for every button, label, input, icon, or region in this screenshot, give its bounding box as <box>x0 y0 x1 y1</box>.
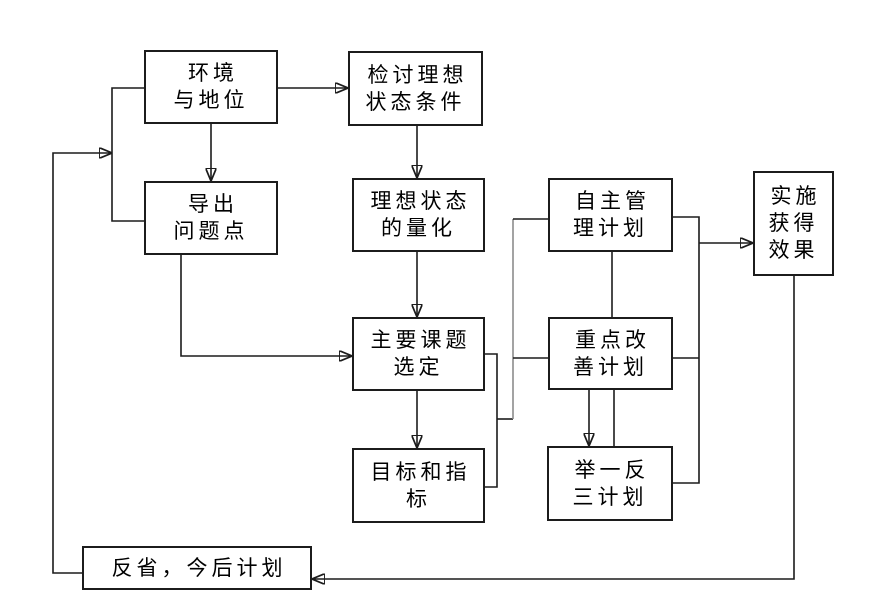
node-main-topic-selection: 主要课题 选定 <box>352 317 485 391</box>
node-environment-status: 环境 与地位 <box>144 50 278 124</box>
node-goals-and-indicators-label: 目标和指 标 <box>370 459 471 511</box>
node-review-ideal-conditions: 检讨理想 状态条件 <box>348 51 483 126</box>
node-quantify-ideal-state: 理想状态 的量化 <box>352 178 485 252</box>
node-reflect-future-plan: 反省，今后计划 <box>82 546 312 590</box>
node-quantify-ideal-state-label: 理想状态 的量化 <box>370 189 471 240</box>
node-self-management-plan: 自主管 理计划 <box>548 178 673 252</box>
node-main-topic-selection-label: 主要课题 选定 <box>370 328 471 379</box>
node-reflect-future-plan-label: 反省，今后计划 <box>111 555 287 580</box>
node-review-ideal-conditions-label: 检讨理想 状态条件 <box>365 62 468 114</box>
node-implement-obtain-results: 实施 获得 效果 <box>753 171 834 276</box>
node-goals-and-indicators: 目标和指 标 <box>352 448 485 523</box>
node-key-improvement-plan: 重点改 善计划 <box>548 317 673 390</box>
node-derive-problems-label: 导出 问题点 <box>173 192 249 243</box>
node-implement-obtain-results-label: 实施 获得 效果 <box>768 184 821 262</box>
node-key-improvement-plan-label: 重点改 善计划 <box>573 327 650 379</box>
wire-reflect-feedback-to-bracket <box>52 153 111 574</box>
node-inference-plan-label: 举一反 三计划 <box>572 457 650 509</box>
wire-implement-to-reflect <box>313 276 795 579</box>
node-self-management-plan-label: 自主管 理计划 <box>573 189 650 240</box>
node-environment-status-label: 环境 与地位 <box>173 61 249 112</box>
wire-topic-goals-right-collector <box>485 353 498 488</box>
node-inference-plan: 举一反 三计划 <box>547 446 673 521</box>
wire-right-collector <box>673 216 700 484</box>
wire-left-bracket <box>111 87 144 222</box>
wire-derive-to-topic <box>180 255 351 356</box>
node-derive-problems: 导出 问题点 <box>144 181 278 255</box>
